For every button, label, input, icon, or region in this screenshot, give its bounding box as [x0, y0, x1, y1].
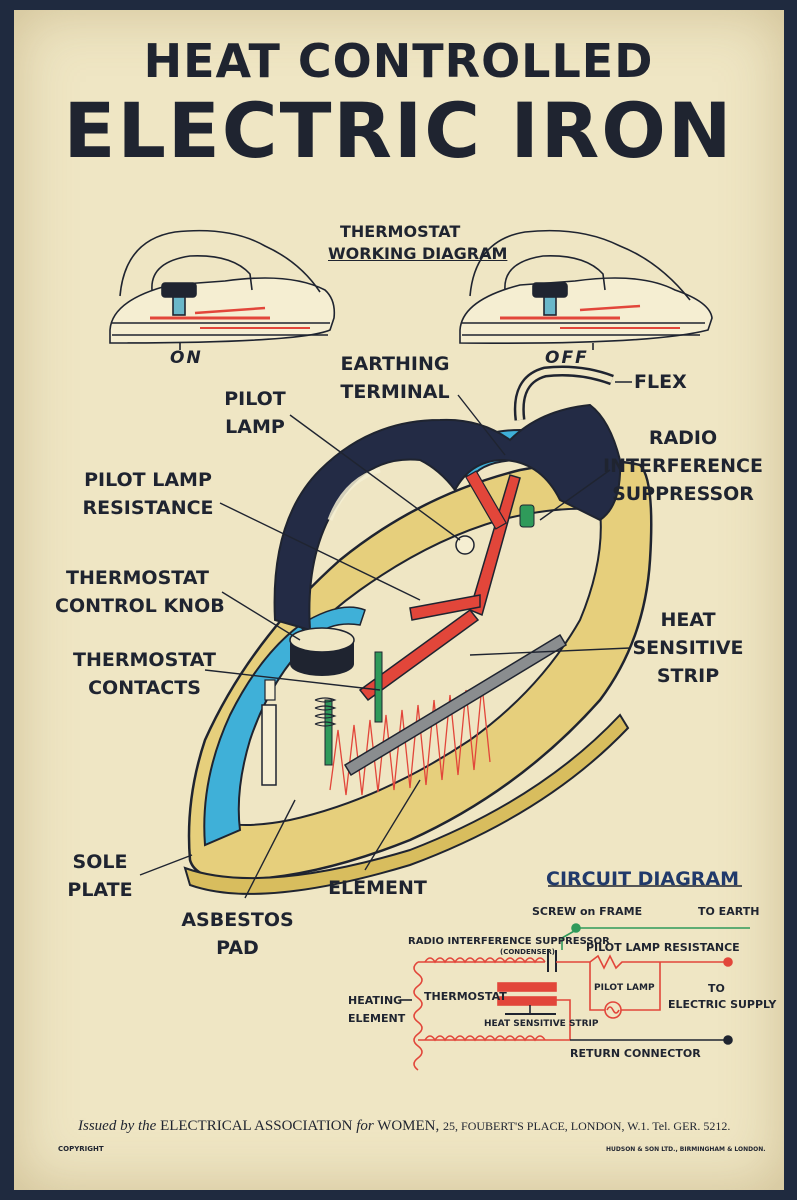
- copyright: COPYRIGHT: [58, 1145, 104, 1153]
- thermostat-contacts-label: THERMOSTAT CONTACTS: [72, 646, 217, 702]
- element-label: ELEMENT: [328, 877, 427, 899]
- flex-label: FLEX: [634, 371, 687, 393]
- leader-lines: [139, 381, 632, 899]
- thermostat-circuit: THERMOSTAT: [424, 990, 507, 1003]
- electric-supply: ELECTRIC SUPPLY: [668, 998, 777, 1011]
- to-earth: TO EARTH: [698, 905, 760, 918]
- thermostat-on-diagram: [109, 229, 336, 350]
- thermostat-knob-line-2: CONTROL KNOB: [55, 595, 225, 617]
- heat-strip-line-2: SENSITIVE: [632, 637, 744, 659]
- title-line-1: HEAT CONTROLLED: [143, 34, 654, 88]
- thermostat-knob-line-1: THERMOSTAT: [66, 567, 209, 589]
- element-text: ELEMENT: [348, 1012, 406, 1025]
- asbestos-pad-line-2: PAD: [216, 937, 259, 959]
- sole-plate-line-2: PLATE: [67, 879, 133, 901]
- thermostat-contacts-line-2: CONTACTS: [88, 677, 201, 699]
- condenser: (CONDENSER): [500, 948, 556, 956]
- printer: HUDSON & SON LTD., BIRMINGHAM & LONDON.: [606, 1146, 766, 1153]
- heat-strip-line-3: STRIP: [656, 665, 720, 687]
- circuit-title: CIRCUIT DIAGRAM: [546, 868, 740, 890]
- pilot-lamp-resistance-line-1: PILOT LAMP: [84, 469, 212, 491]
- for-word: for: [356, 1118, 374, 1134]
- off-label: OFF: [545, 348, 589, 368]
- pilot-lamp-resistance-label: PILOT LAMP RESISTANCE: [78, 466, 218, 522]
- radio-suppressor-line-2: INTERFERENCE: [603, 455, 763, 477]
- asbestos-pad-label: ASBESTOS PAD: [180, 906, 295, 962]
- to-text: TO: [708, 982, 725, 995]
- pilot-lamp-circuit: PILOT LAMP: [594, 983, 655, 993]
- pilot-lamp-resistance-circuit: PILOT LAMP RESISTANCE: [586, 941, 740, 954]
- iron-body: [183, 365, 653, 895]
- sole-plate-label: SOLE PLATE: [60, 848, 140, 904]
- return-connector: RETURN CONNECTOR: [570, 1047, 701, 1060]
- heat-strip-line-1: HEAT: [660, 609, 716, 631]
- thermostat-knob-label: THERMOSTAT CONTROL KNOB: [55, 564, 225, 620]
- issued-by: Issued by the: [78, 1118, 157, 1134]
- association-name: ELECTRICAL ASSOCIATION: [160, 1118, 353, 1134]
- pilot-lamp-line-1: PILOT: [224, 388, 286, 410]
- screw-on-frame: SCREW on FRAME: [532, 905, 643, 918]
- asbestos-pad-line-1: ASBESTOS: [181, 909, 294, 931]
- sole-plate-line-1: SOLE: [72, 851, 128, 873]
- radio-suppressor-line-3: SUPPRESSOR: [612, 483, 754, 505]
- thermostat-contacts-line-1: THERMOSTAT: [73, 649, 216, 671]
- radio-suppressor-circuit: RADIO INTERFERENCE SUPPRESSOR: [408, 936, 610, 947]
- on-label: ON: [170, 348, 203, 368]
- radio-suppressor-line-1: RADIO: [648, 427, 718, 449]
- earthing-terminal-line-2: TERMINAL: [340, 381, 450, 403]
- footer: Issued by the ELECTRICAL ASSOCIATION for…: [78, 1118, 730, 1135]
- title-line-2: ELECTRIC IRON: [63, 86, 734, 175]
- pilot-lamp-label: PILOT LAMP: [215, 385, 295, 441]
- circuit-diagram: [400, 885, 750, 1071]
- radio-suppressor-label: RADIO INTERFERENCE SUPPRESSOR: [598, 424, 768, 508]
- thermostat-title-2: WORKING DIAGRAM: [328, 244, 508, 263]
- heat-sensitive-strip-circuit: HEAT SENSITIVE STRIP: [484, 1019, 599, 1029]
- women-word: WOMEN,: [377, 1118, 440, 1134]
- pilot-lamp-line-2: LAMP: [225, 416, 285, 438]
- earthing-terminal-label: EARTHING TERMINAL: [330, 350, 460, 406]
- thermostat-title-1: THERMOSTAT: [340, 222, 461, 241]
- address: 25, FOUBERT'S PLACE, LONDON, W.1. Tel. G…: [443, 1119, 731, 1133]
- heat-strip-label: HEAT SENSITIVE STRIP: [628, 606, 748, 690]
- heating-text: HEATING: [348, 994, 403, 1007]
- earthing-terminal-line-1: EARTHING: [340, 353, 450, 375]
- thermostat-off-diagram: [459, 229, 713, 350]
- pilot-lamp-resistance-line-2: RESISTANCE: [82, 497, 214, 519]
